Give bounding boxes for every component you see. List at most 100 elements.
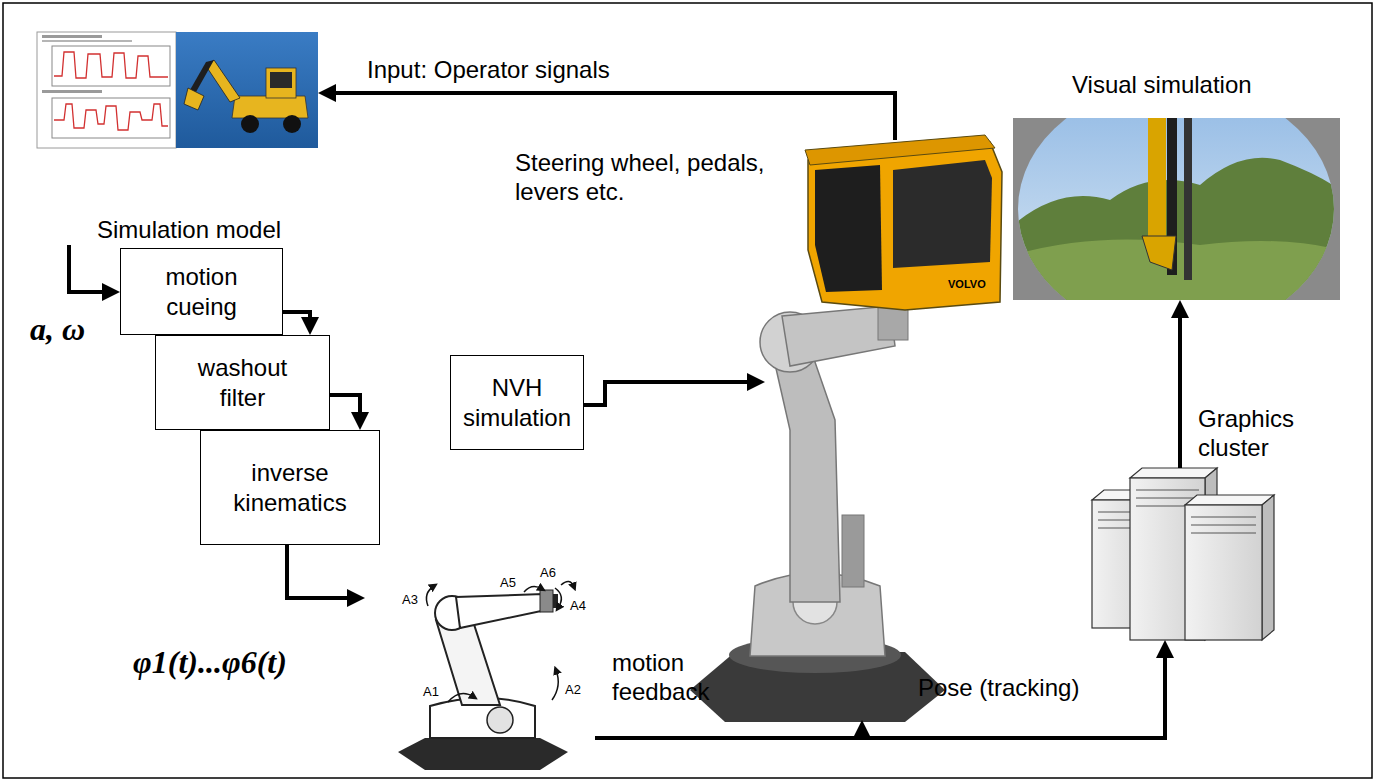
robot-axes-drawing-part bbox=[524, 587, 542, 592]
process-box: motion cueing bbox=[120, 248, 283, 335]
robot-axes-drawing-part bbox=[561, 581, 574, 587]
simulation-screenshot-part bbox=[42, 35, 102, 38]
illustration-part-part bbox=[1142, 236, 1176, 270]
robot-cabin-photo-part bbox=[808, 142, 1002, 310]
simulation-screenshot-part bbox=[37, 32, 176, 148]
simulation-screenshot-part bbox=[54, 104, 168, 130]
server-cluster-part bbox=[1191, 533, 1256, 534]
outer-frame-part bbox=[3, 3, 1372, 778]
server-cluster-part bbox=[1191, 525, 1256, 526]
axis-label: A6 bbox=[540, 565, 556, 581]
outer-frame bbox=[3, 3, 1372, 778]
robot-axes-drawing: A3 A5 A6A4A1 A2 bbox=[365, 560, 595, 772]
connector-line bbox=[1178, 316, 1182, 468]
node-text: Visual simulation bbox=[1072, 70, 1252, 99]
connector-arrow bbox=[595, 720, 871, 738]
simulation-screenshot-part bbox=[190, 60, 214, 92]
axis-label: A3 bbox=[402, 592, 418, 608]
robot-axes-drawing bbox=[398, 581, 574, 770]
node-text: Simulation model bbox=[97, 215, 281, 244]
server-cluster-part bbox=[1136, 498, 1199, 499]
arrow-head bbox=[301, 317, 319, 335]
robot-cabin-photo-part bbox=[770, 336, 840, 602]
robot-axes-drawing-part bbox=[456, 594, 546, 628]
illustration-part-part bbox=[1184, 118, 1192, 280]
arrow-head bbox=[1156, 640, 1174, 658]
connector-line bbox=[334, 93, 895, 140]
simulation-screenshot-part bbox=[184, 88, 204, 110]
simulation-screenshot-part bbox=[176, 32, 318, 148]
connector-line bbox=[584, 382, 749, 405]
robot-cabin-photo-part bbox=[842, 515, 864, 587]
connector-label: Pose (tracking) bbox=[918, 673, 1079, 702]
math-symbol-label: φ1(t)...φ6(t) bbox=[133, 643, 287, 682]
connector-label: motion feedback bbox=[612, 648, 752, 707]
process-box: washout filter bbox=[155, 335, 330, 430]
box-text: NVH simulation bbox=[458, 373, 576, 432]
illustration-part-part bbox=[1148, 118, 1166, 240]
simulation-screenshot-part bbox=[241, 115, 259, 133]
simulation-screenshot bbox=[37, 32, 318, 148]
connector-arrow bbox=[69, 245, 120, 301]
connector-line bbox=[330, 395, 360, 414]
simulation-screenshot-part bbox=[270, 72, 292, 88]
robot-cabin-photo bbox=[690, 135, 1002, 722]
connector-arrow bbox=[318, 84, 895, 140]
graphics-cluster: Graphics cluster bbox=[1090, 468, 1275, 640]
robot-axes-drawing-part bbox=[552, 670, 558, 700]
math-symbol-label: a, ω bbox=[30, 310, 85, 349]
visual-simulation-image: Visual simulation bbox=[1013, 118, 1340, 300]
server-cluster-part bbox=[1262, 495, 1274, 640]
axis-label: A2 bbox=[565, 682, 581, 698]
connector-arrow bbox=[283, 312, 319, 335]
simulation-model-screenshot: Simulation model bbox=[37, 32, 318, 245]
robot-axes-drawing-part bbox=[553, 594, 558, 608]
illustration-part bbox=[1013, 118, 1340, 300]
server-cluster-part bbox=[1185, 495, 1274, 505]
arrow-head bbox=[347, 589, 365, 607]
simulation-screenshot-part bbox=[266, 68, 296, 98]
connector-arrow bbox=[584, 373, 765, 405]
axis-label: A5 bbox=[500, 575, 516, 591]
simulation-screenshot-part bbox=[42, 90, 102, 93]
simulation-screenshot-part bbox=[206, 60, 240, 102]
server-cluster-part bbox=[1130, 468, 1217, 478]
robot-axes-drawing-part bbox=[487, 707, 513, 733]
robot-cabin-photo-part bbox=[805, 135, 995, 165]
connector-label: Input: Operator signals bbox=[367, 55, 610, 84]
arrow-head bbox=[853, 720, 871, 738]
process-box: NVH simulation bbox=[450, 355, 584, 450]
robot-axes-drawing-part bbox=[398, 738, 568, 770]
axis-label: A4 bbox=[570, 598, 586, 614]
node-text: Graphics cluster bbox=[1198, 404, 1323, 463]
annotation-label: Steering wheel, pedals, levers etc. bbox=[515, 148, 800, 207]
simulation-screenshot-part bbox=[52, 46, 170, 86]
connector-line bbox=[69, 245, 104, 292]
arrow-head bbox=[318, 84, 336, 102]
illustration-part-part bbox=[1013, 118, 1340, 300]
arrow-head bbox=[351, 412, 369, 430]
simulation-screenshot-part bbox=[54, 52, 168, 78]
robot-cabin-photo-part bbox=[815, 165, 882, 292]
robot-cabin-photo: VOLVO bbox=[765, 140, 1005, 720]
arrow-head bbox=[102, 283, 120, 301]
connector-line bbox=[287, 545, 349, 598]
box-text: motion cueing bbox=[132, 262, 272, 321]
node-text: VOLVO bbox=[948, 278, 986, 291]
server-cluster bbox=[1092, 468, 1274, 640]
server-cluster-part bbox=[1136, 490, 1199, 491]
axis-label: A1 bbox=[423, 684, 439, 700]
server-cluster-part bbox=[1191, 517, 1256, 518]
illustration-part bbox=[1013, 118, 1340, 300]
connector-arrow bbox=[595, 640, 1174, 738]
robot-axes-drawing-part bbox=[426, 586, 434, 606]
visual-simulation-image bbox=[1013, 80, 1340, 340]
box-text: inverse kinematics bbox=[215, 458, 365, 517]
robot-axes-drawing-part bbox=[555, 588, 561, 608]
arrow-head bbox=[1171, 300, 1189, 318]
process-box: inverse kinematics bbox=[200, 430, 380, 545]
robot-axes-drawing-part bbox=[448, 693, 474, 702]
robot-cabin-photo-part bbox=[893, 160, 992, 268]
box-text: washout filter bbox=[178, 353, 308, 412]
